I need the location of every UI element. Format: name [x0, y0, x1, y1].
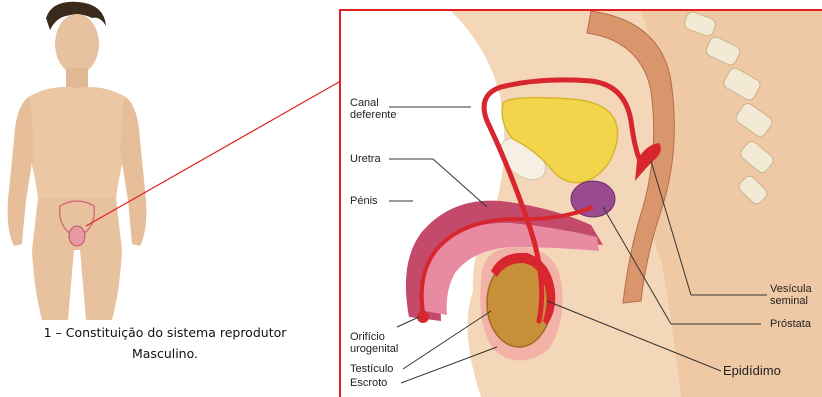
label-penis: Pénis — [350, 195, 378, 207]
label-canal-deferente: Canal deferente — [350, 97, 396, 121]
human-figure-illustration — [0, 0, 340, 320]
figure-head — [55, 14, 99, 74]
label-epididimo: Epidídimo — [723, 365, 781, 377]
figure-torso — [28, 87, 126, 200]
label-testiculo: Testículo — [350, 363, 393, 375]
label-vesicula-seminal: Vesícula seminal — [770, 283, 812, 307]
caption-line-2: Masculino. — [0, 343, 330, 364]
reproductive-system-diagram — [341, 11, 822, 397]
figure-genital-organs — [69, 226, 85, 246]
label-escroto: Escroto — [350, 377, 387, 389]
figure-legs — [32, 198, 122, 320]
label-orificio-urogenital: Orifício urogenital — [350, 331, 398, 355]
label-uretra: Uretra — [350, 153, 381, 165]
figure-neck — [66, 68, 88, 90]
figure-right-arm — [120, 96, 146, 246]
figure-left-arm — [8, 96, 34, 246]
caption-line-1: 1 – Constituição do sistema reprodutor — [0, 322, 330, 343]
label-prostata: Próstata — [770, 318, 811, 330]
figure-caption: 1 – Constituição do sistema reprodutor M… — [0, 322, 330, 364]
